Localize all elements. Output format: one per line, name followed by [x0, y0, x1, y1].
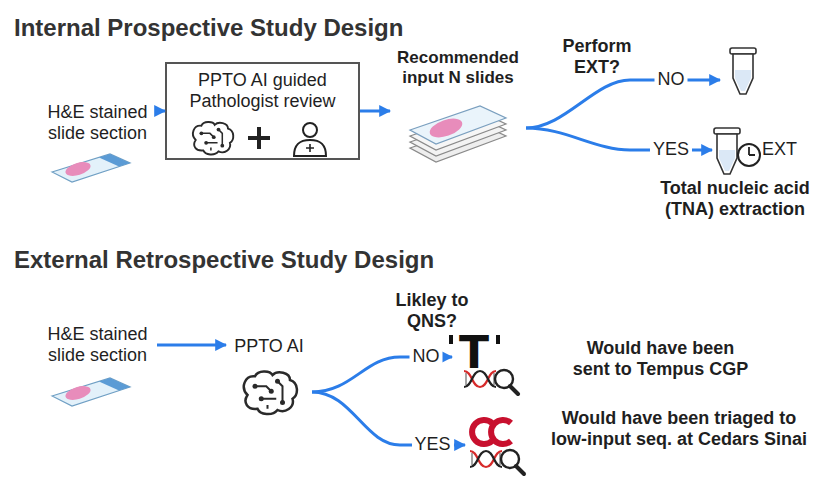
section-heading: External Retrospective Study Design [14, 246, 434, 274]
logo-letter: T [459, 327, 489, 379]
flow-arrow [157, 344, 226, 347]
node-text: H&E stained slide section [38, 324, 157, 366]
dna-icon [470, 450, 524, 474]
ai-brain-icon [193, 122, 233, 154]
cedars-logo [472, 420, 511, 444]
slide-illustration [52, 378, 130, 406]
annotation-text: Likley to QNS? [390, 290, 475, 332]
edge-label: NO [410, 346, 443, 367]
section-heading: Internal Prospective Study Design [14, 14, 403, 42]
edge-label: YES [411, 434, 453, 455]
illustrated-node: Would have been sent to Tempus CGP [452, 330, 812, 396]
node-text: Would have been sent to Tempus CGP [568, 338, 753, 380]
illustrated-node: H&E stained slide section [38, 322, 157, 412]
pathologist-icon [294, 123, 326, 156]
logo-tick [449, 335, 453, 344]
node-text: PPTO AI [226, 336, 312, 357]
illustrated-node: EXTTotal nucleic acid (TNA) extraction [712, 124, 822, 174]
flow-arrow [360, 110, 390, 113]
node-text: Total nucleic acid (TNA) extraction [646, 178, 824, 220]
illustrated-node: H&E stained slide section [38, 100, 157, 190]
tube-icon [714, 128, 740, 174]
annotation-text: NO [655, 69, 688, 90]
illustrated-node: Recommended input N slides [390, 46, 526, 170]
node-text: EXT [762, 139, 806, 160]
node-text: Recommended input N slides [390, 48, 526, 88]
plus-symbol [248, 127, 270, 149]
process-box: PPTO AI guided Pathologist review [165, 62, 360, 160]
illustrated-node: Would have been triaged to low-input seq… [465, 402, 827, 476]
illustrated-node: PPTO AI [226, 334, 312, 418]
tube-icon [730, 48, 756, 94]
annotation-text: Perform EXT? [558, 36, 636, 78]
node-text: PPTO AI guided Pathologist review [167, 70, 358, 112]
flow-arrow [157, 110, 165, 113]
edge-label: YES [650, 139, 692, 160]
ai-brain-icon [244, 371, 297, 414]
clock-icon [738, 144, 760, 166]
branch-arrow [526, 80, 720, 128]
node-text: H&E stained slide section [38, 102, 157, 144]
slide-illustration [52, 154, 130, 182]
node-text: Would have been triaged to low-input seq… [543, 408, 815, 450]
slide-stack [410, 106, 506, 162]
logo-tick [496, 335, 500, 344]
